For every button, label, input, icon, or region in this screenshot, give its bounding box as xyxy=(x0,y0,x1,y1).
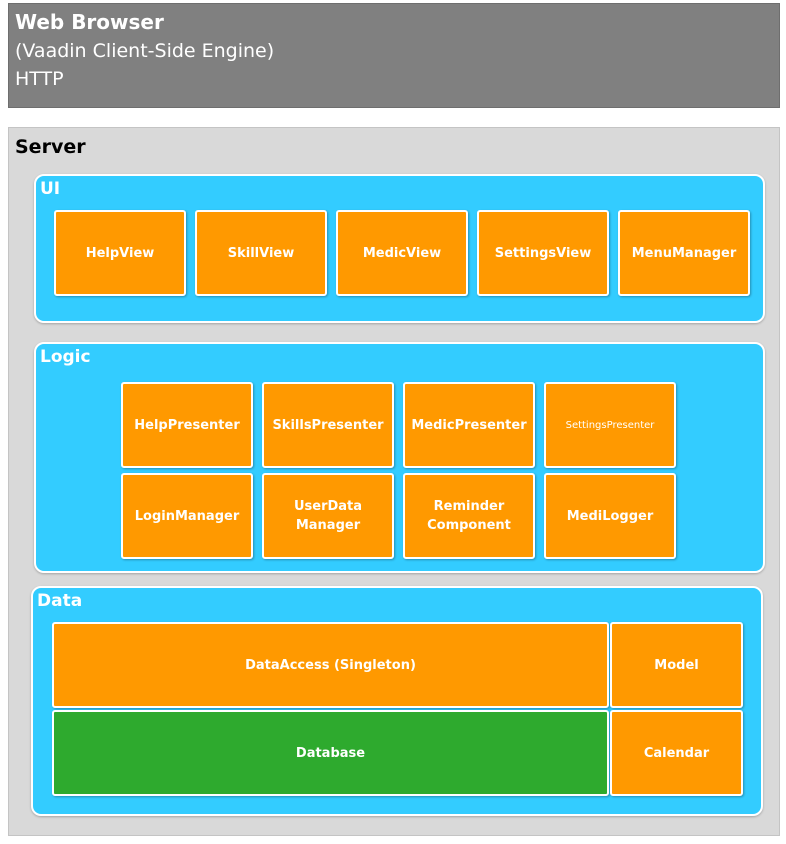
browser-subtitle: (Vaadin Client-Side Engine) xyxy=(15,40,275,62)
component-calendar: Calendar xyxy=(610,710,743,796)
component-medicview: MedicView xyxy=(336,210,468,296)
component-helppresenter: HelpPresenter xyxy=(121,382,253,468)
server-box: Server UI HelpView SkillView MedicView S… xyxy=(8,127,780,836)
component-model: Model xyxy=(610,622,743,708)
logic-layer: Logic HelpPresenter SkillsPresenter Medi… xyxy=(34,342,765,573)
component-skillview: SkillView xyxy=(195,210,327,296)
component-reminder-component: Reminder Component xyxy=(403,473,535,559)
server-title: Server xyxy=(15,136,86,158)
component-settingsview: SettingsView xyxy=(477,210,609,296)
ui-layer-title: UI xyxy=(40,179,61,199)
component-dataaccess: DataAccess (Singleton) xyxy=(52,622,609,708)
component-skillspresenter: SkillsPresenter xyxy=(262,382,394,468)
component-userdata-manager: UserData Manager xyxy=(262,473,394,559)
component-loginmanager: LoginManager xyxy=(121,473,253,559)
browser-protocol-label: HTTP xyxy=(15,68,64,90)
ui-layer: UI HelpView SkillView MedicView Settings… xyxy=(34,174,765,323)
component-medicpresenter: MedicPresenter xyxy=(403,382,535,468)
component-database: Database xyxy=(52,710,609,796)
component-medilogger: MediLogger xyxy=(544,473,676,559)
logic-layer-title: Logic xyxy=(40,347,91,367)
browser-title: Web Browser xyxy=(15,10,164,34)
component-settingspresenter: SettingsPresenter xyxy=(544,382,676,468)
component-helpview: HelpView xyxy=(54,210,186,296)
data-layer: Data DataAccess (Singleton) Model Databa… xyxy=(31,586,763,816)
component-menumanager: MenuManager xyxy=(618,210,750,296)
web-browser-box: Web Browser (Vaadin Client-Side Engine) … xyxy=(8,3,780,108)
data-layer-title: Data xyxy=(37,591,83,611)
